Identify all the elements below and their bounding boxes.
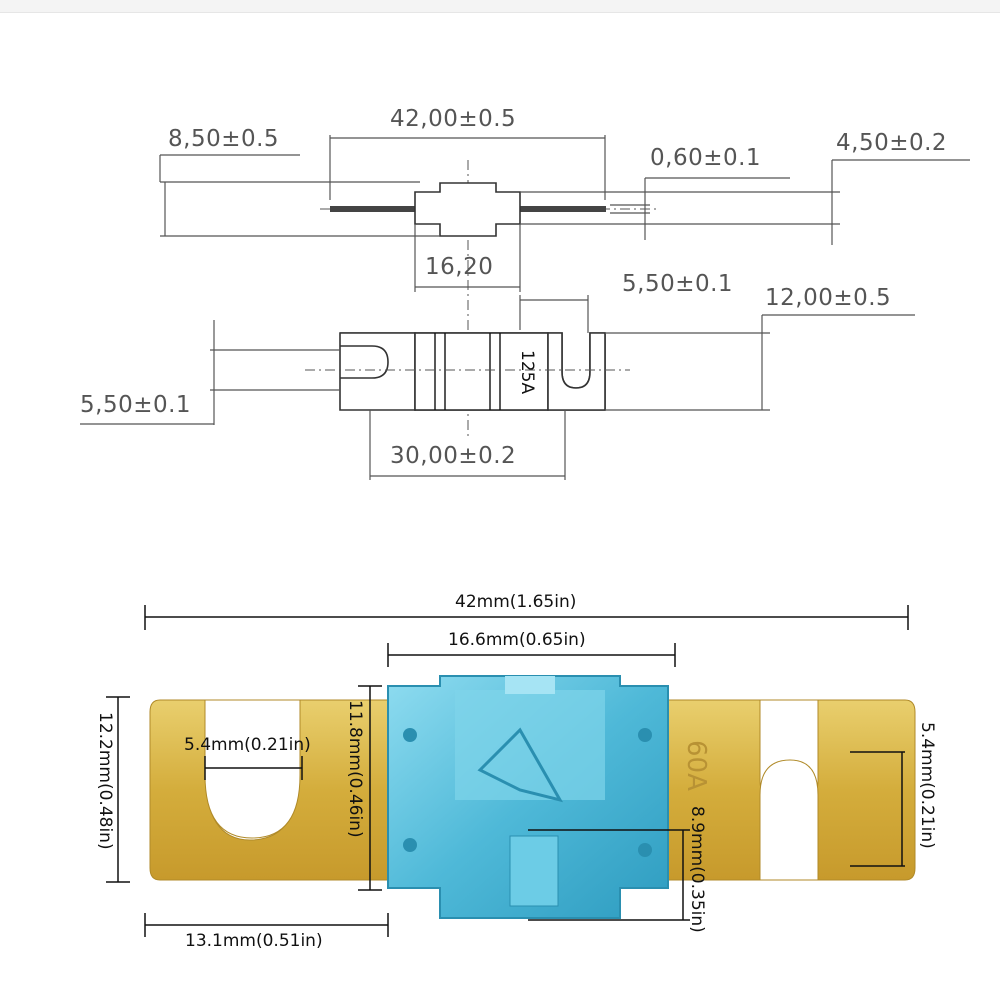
front-view-drawing: 125A 5,50±0.1 12,00±0.5 5,50±0.1 30,00±0…	[80, 271, 915, 480]
body-top-tab	[505, 676, 555, 694]
left-slot	[204, 699, 301, 839]
dim-height-right: 4,50±0.2	[836, 130, 947, 156]
fuse-label: 60A	[681, 740, 711, 791]
dim-height-body: 11.8mm(0.46in)	[345, 700, 365, 838]
dim-height-left: 8,50±0.5	[168, 126, 279, 152]
dim-body: 16.6mm(0.65in)	[448, 630, 586, 650]
rivet	[638, 728, 652, 742]
fuse-body-front	[414, 332, 549, 411]
body-bottom-tab	[509, 835, 559, 907]
top-nav-bar	[0, 0, 1000, 13]
dim-tab-length: 13.1mm(0.51in)	[185, 931, 323, 951]
dim-hole-spacing: 30,00±0.2	[390, 443, 516, 469]
fuse-photo: 60A	[149, 675, 916, 919]
rating-label: 125A	[517, 350, 537, 394]
dim-slot-left-photo: 5.4mm(0.21in)	[184, 735, 311, 755]
photo-dimensions: 42mm(1.65in) 16.6mm(0.65in) 12.2mm(0.48i…	[95, 592, 937, 951]
rivet	[403, 838, 417, 852]
rivet	[403, 728, 417, 742]
rivet	[638, 843, 652, 857]
right-slot	[759, 759, 819, 881]
dim-total: 42mm(1.65in)	[455, 592, 576, 612]
fuse-body-side	[414, 182, 521, 237]
blade-right-side	[520, 206, 606, 212]
dim-overall-length: 42,00±0.5	[390, 106, 516, 132]
dim-slot-top: 5,50±0.1	[622, 271, 733, 297]
top-view-drawing: 42,00±0.5 8,50±0.5 0,60±0.1 4,50±0.2 16,…	[159, 106, 970, 440]
dim-thickness: 0,60±0.1	[650, 145, 761, 171]
dim-width: 12,00±0.5	[765, 285, 891, 311]
dim-height-total: 12.2mm(0.48in)	[95, 712, 115, 850]
blade-left-side	[330, 206, 415, 212]
dim-slot-left: 5,50±0.1	[80, 392, 191, 418]
right-tab-with-slot	[547, 332, 606, 411]
left-tab-with-slot	[339, 332, 416, 411]
dim-body-width: 16,20	[425, 254, 493, 280]
body-logo-mark	[477, 727, 564, 803]
dim-blade-depth: 8.9mm(0.35in)	[687, 806, 707, 933]
dim-slot-right-photo: 5.4mm(0.21in)	[917, 722, 937, 849]
